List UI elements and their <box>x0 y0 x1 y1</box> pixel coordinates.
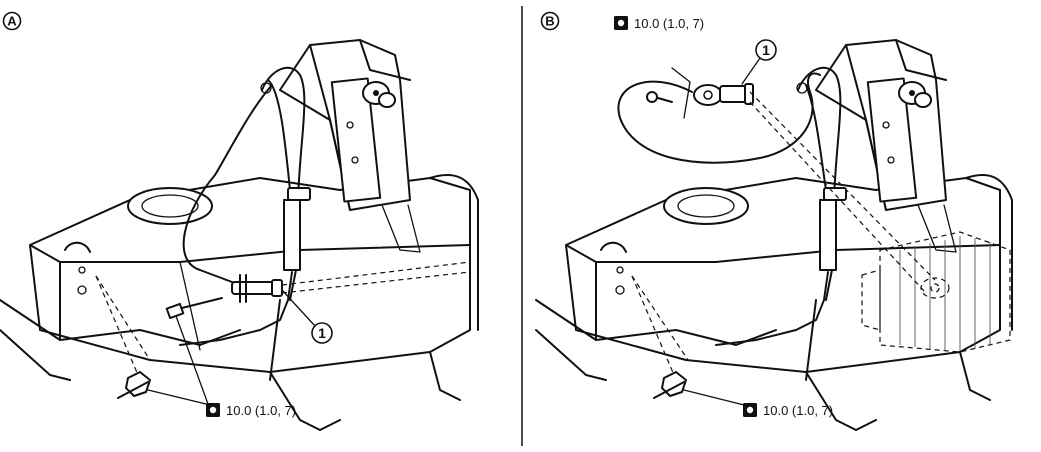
panel-b-sensor-harness <box>715 66 847 381</box>
panel-a-badge: A <box>2 11 22 31</box>
panel-b-hidden-lines <box>631 91 936 376</box>
torque-wrench-icon <box>743 403 757 417</box>
panel-b-callout-1: 1 <box>755 39 777 61</box>
panel-a-letter: A <box>7 14 17 29</box>
panel-a-torque-value: 10.0 (1.0, 7) <box>226 403 296 418</box>
panel-a: A <box>0 11 479 431</box>
panel-b-bolt-lower <box>653 371 687 399</box>
panel-b-torque-label-bottom: 10.0 (1.0, 7) <box>743 403 833 418</box>
panel-b-sensor-bolt <box>646 91 673 103</box>
panel-b-sensor-head <box>898 81 932 108</box>
panel-b-letter: B <box>545 14 554 29</box>
panel-a-sensor-head <box>362 81 396 108</box>
panel-b-sensor-body <box>693 83 754 106</box>
panel-a-bracket <box>279 39 411 211</box>
panel-a-callout-number: 1 <box>318 325 326 341</box>
panel-b-torque-label-top: 10.0 (1.0, 7) <box>614 16 704 31</box>
panel-a-wheel-sensor <box>231 274 283 303</box>
panel-a-torque-label: 10.0 (1.0, 7) <box>206 403 296 418</box>
panel-b-removed-sensor <box>617 57 821 164</box>
panel-a-bolt-upper <box>165 297 223 320</box>
panel-a-sensor-harness <box>179 66 311 381</box>
panel-a-callout-1: 1 <box>281 289 333 344</box>
panel-a-crossmember <box>0 174 479 431</box>
panel-a-bolt-lower <box>117 371 151 399</box>
torque-wrench-icon <box>614 16 628 30</box>
panel-a-hidden-lines <box>95 261 471 376</box>
panel-b-torque-top-value: 10.0 (1.0, 7) <box>634 16 704 31</box>
panel-b: B 10.0 (1.0, 7) <box>535 11 1013 431</box>
torque-wrench-icon <box>206 403 220 417</box>
panel-a-leader-lower <box>147 389 207 405</box>
panel-b-torque-bottom-value: 10.0 (1.0, 7) <box>763 403 833 418</box>
panel-b-leader-lower <box>683 389 745 406</box>
panel-b-badge: B <box>540 11 560 31</box>
panel-a-leader-upper <box>175 315 209 405</box>
panel-b-callout-number: 1 <box>762 42 770 58</box>
panel-b-bracket <box>815 39 947 211</box>
panel-b-crossmember <box>535 174 1013 431</box>
panel-b-hub-assembly <box>861 231 1011 353</box>
